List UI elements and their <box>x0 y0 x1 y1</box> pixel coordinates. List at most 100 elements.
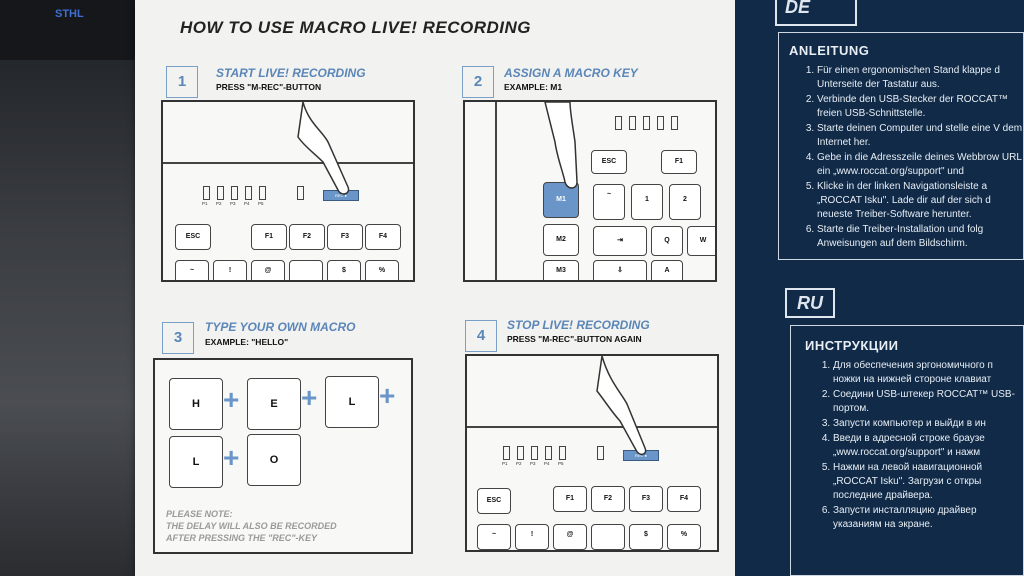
please-note: PLEASE NOTE: THE DELAY WILL ALSO BE RECO… <box>166 508 337 544</box>
led-label-p1: P1 <box>202 201 208 206</box>
keyboard-edge <box>467 426 717 428</box>
key-f1: F1 <box>661 150 697 174</box>
led-p5 <box>671 116 678 130</box>
device-label: STHL <box>55 8 84 20</box>
note-line: PLEASE NOTE: <box>166 509 233 519</box>
led-p2 <box>517 446 524 460</box>
language-tag-de: DE <box>775 0 857 26</box>
key-m3: M3 <box>543 260 579 280</box>
de-step: Klicke in der linken Navigationsleiste a… <box>817 180 1023 222</box>
led-label-p5: P5 <box>258 201 264 206</box>
led-label-p2: P2 <box>216 201 222 206</box>
led-label-p5: P5 <box>558 461 564 466</box>
key-w: W <box>687 226 715 256</box>
key-2: @ <box>553 524 587 550</box>
key-3 <box>591 524 625 550</box>
de-step: Gebe in die Adresszeile deines Webbrow U… <box>817 151 1023 179</box>
led-label-p1: P1 <box>502 461 508 466</box>
key-4: $ <box>629 524 663 550</box>
led-p2 <box>629 116 636 130</box>
ru-list: Для обеспечения эргономичного п ножки на… <box>805 359 1023 532</box>
step-2-subtitle: EXAMPLE: M1 <box>504 82 563 92</box>
key-f4: F4 <box>667 486 701 512</box>
ru-step: Нажми на левой навигационной „ROCCAT Isk… <box>833 461 1023 503</box>
plus-sign: + <box>223 384 240 415</box>
key-f2: F2 <box>289 224 325 250</box>
de-step: Für einen ergonomischen Stand klappe d U… <box>817 64 1023 92</box>
de-step: Verbinde den USB-Stecker der ROCCAT™ fre… <box>817 93 1023 121</box>
key-caps: ⇩ <box>593 260 647 280</box>
step-1-subtitle: PRESS "M-REC"-BUTTON <box>216 82 322 92</box>
key-5: % <box>365 260 399 280</box>
manual-title: HOW TO USE MACRO LIVE! RECORDING <box>180 18 531 37</box>
de-list: Für einen ergonomischen Stand klappe d U… <box>789 64 1023 251</box>
ru-step: Введи в адресной строке браузе „www.rocc… <box>833 432 1023 460</box>
key-h: H <box>169 378 223 430</box>
step-4-title: STOP LIVE! RECORDING <box>507 318 650 332</box>
note-line: THE DELAY WILL ALSO BE RECORDED <box>166 521 337 531</box>
led-p3 <box>531 446 538 460</box>
key-1: ! <box>515 524 549 550</box>
led-p1 <box>503 446 510 460</box>
plus-sign: + <box>223 442 240 473</box>
led-label-p3: P3 <box>530 461 536 466</box>
led-p1 <box>203 186 210 200</box>
ru-step: Для обеспечения эргономичного п ножки на… <box>833 359 1023 387</box>
key-1: 1 <box>631 184 663 220</box>
key-l-first: L <box>325 376 379 428</box>
key-tab: ⇥ <box>593 226 647 256</box>
key-esc: ESC <box>477 488 511 514</box>
de-step: Starte die Treiber-Installation und folg… <box>817 223 1023 251</box>
step-3-number: 3 <box>162 322 194 354</box>
led-label-p2: P2 <box>516 461 522 466</box>
key-tilde: ~ <box>175 260 209 280</box>
language-tag-ru: RU <box>785 288 835 318</box>
key-f3: F3 <box>629 486 663 512</box>
key-f4: F4 <box>365 224 401 250</box>
finger-illustration <box>596 356 647 456</box>
step-1-title: START LIVE! RECORDING <box>216 66 366 80</box>
step-4-subtitle: PRESS "M-REC"-BUTTON AGAIN <box>507 334 642 344</box>
key-esc: ESC <box>591 150 627 174</box>
finger-illustration <box>297 102 350 195</box>
key-e: E <box>247 378 301 430</box>
ru-heading: ИНСТРУКЦИИ <box>805 338 899 353</box>
step-3-subtitle: EXAMPLE: "HELLO" <box>205 337 289 347</box>
finger-illustration <box>544 102 578 189</box>
key-tilde: ~ <box>477 524 511 550</box>
key-f1: F1 <box>251 224 287 250</box>
led-p4 <box>245 186 252 200</box>
de-step: Starte deinen Computer und stelle eine V… <box>817 122 1023 150</box>
step-1-illustration: P1 P2 P3 P4 P5 REC ● ESC F1 F2 F3 F4 ~ !… <box>161 100 415 282</box>
keyboard-corner <box>0 0 140 60</box>
key-5: % <box>667 524 701 550</box>
led-p4 <box>545 446 552 460</box>
led-p3 <box>231 186 238 200</box>
step-3-title: TYPE YOUR OWN MACRO <box>205 320 356 334</box>
background-keyboard-area: STHL <box>0 0 150 576</box>
key-f3: F3 <box>327 224 363 250</box>
note-line: AFTER PRESSING THE "REC"-KEY <box>166 533 318 543</box>
multilingual-page: DE <box>735 0 1024 576</box>
led-p5 <box>559 446 566 460</box>
led-p4 <box>657 116 664 130</box>
key-2: @ <box>251 260 285 280</box>
key-4: $ <box>327 260 361 280</box>
key-2: 2 <box>669 184 701 220</box>
key-3 <box>289 260 323 280</box>
step-2-title: ASSIGN A MACRO KEY <box>504 66 638 80</box>
key-q: Q <box>651 226 683 256</box>
de-heading: ANLEITUNG <box>789 43 870 58</box>
key-f2: F2 <box>591 486 625 512</box>
step-4-illustration: P1 P2 P3 P4 P5 REC ● ESC F1 F2 F3 F4 ~ !… <box>465 354 719 552</box>
step-2-illustration: ESC F1 M1 ~ 1 2 M2 ⇥ Q W M3 ⇩ A <box>463 100 717 282</box>
ru-step: Запусти инсталляцию драйвер указаниям на… <box>833 504 1023 532</box>
key-l-second: L <box>169 436 223 488</box>
led-label-p4: P4 <box>544 461 550 466</box>
keyboard-edge <box>163 162 413 164</box>
step-3-illustration: H E L L O + + + + <box>153 358 413 554</box>
plus-sign: + <box>379 380 396 411</box>
key-a: A <box>651 260 683 280</box>
led-rec <box>297 186 304 200</box>
key-o: O <box>247 434 301 486</box>
